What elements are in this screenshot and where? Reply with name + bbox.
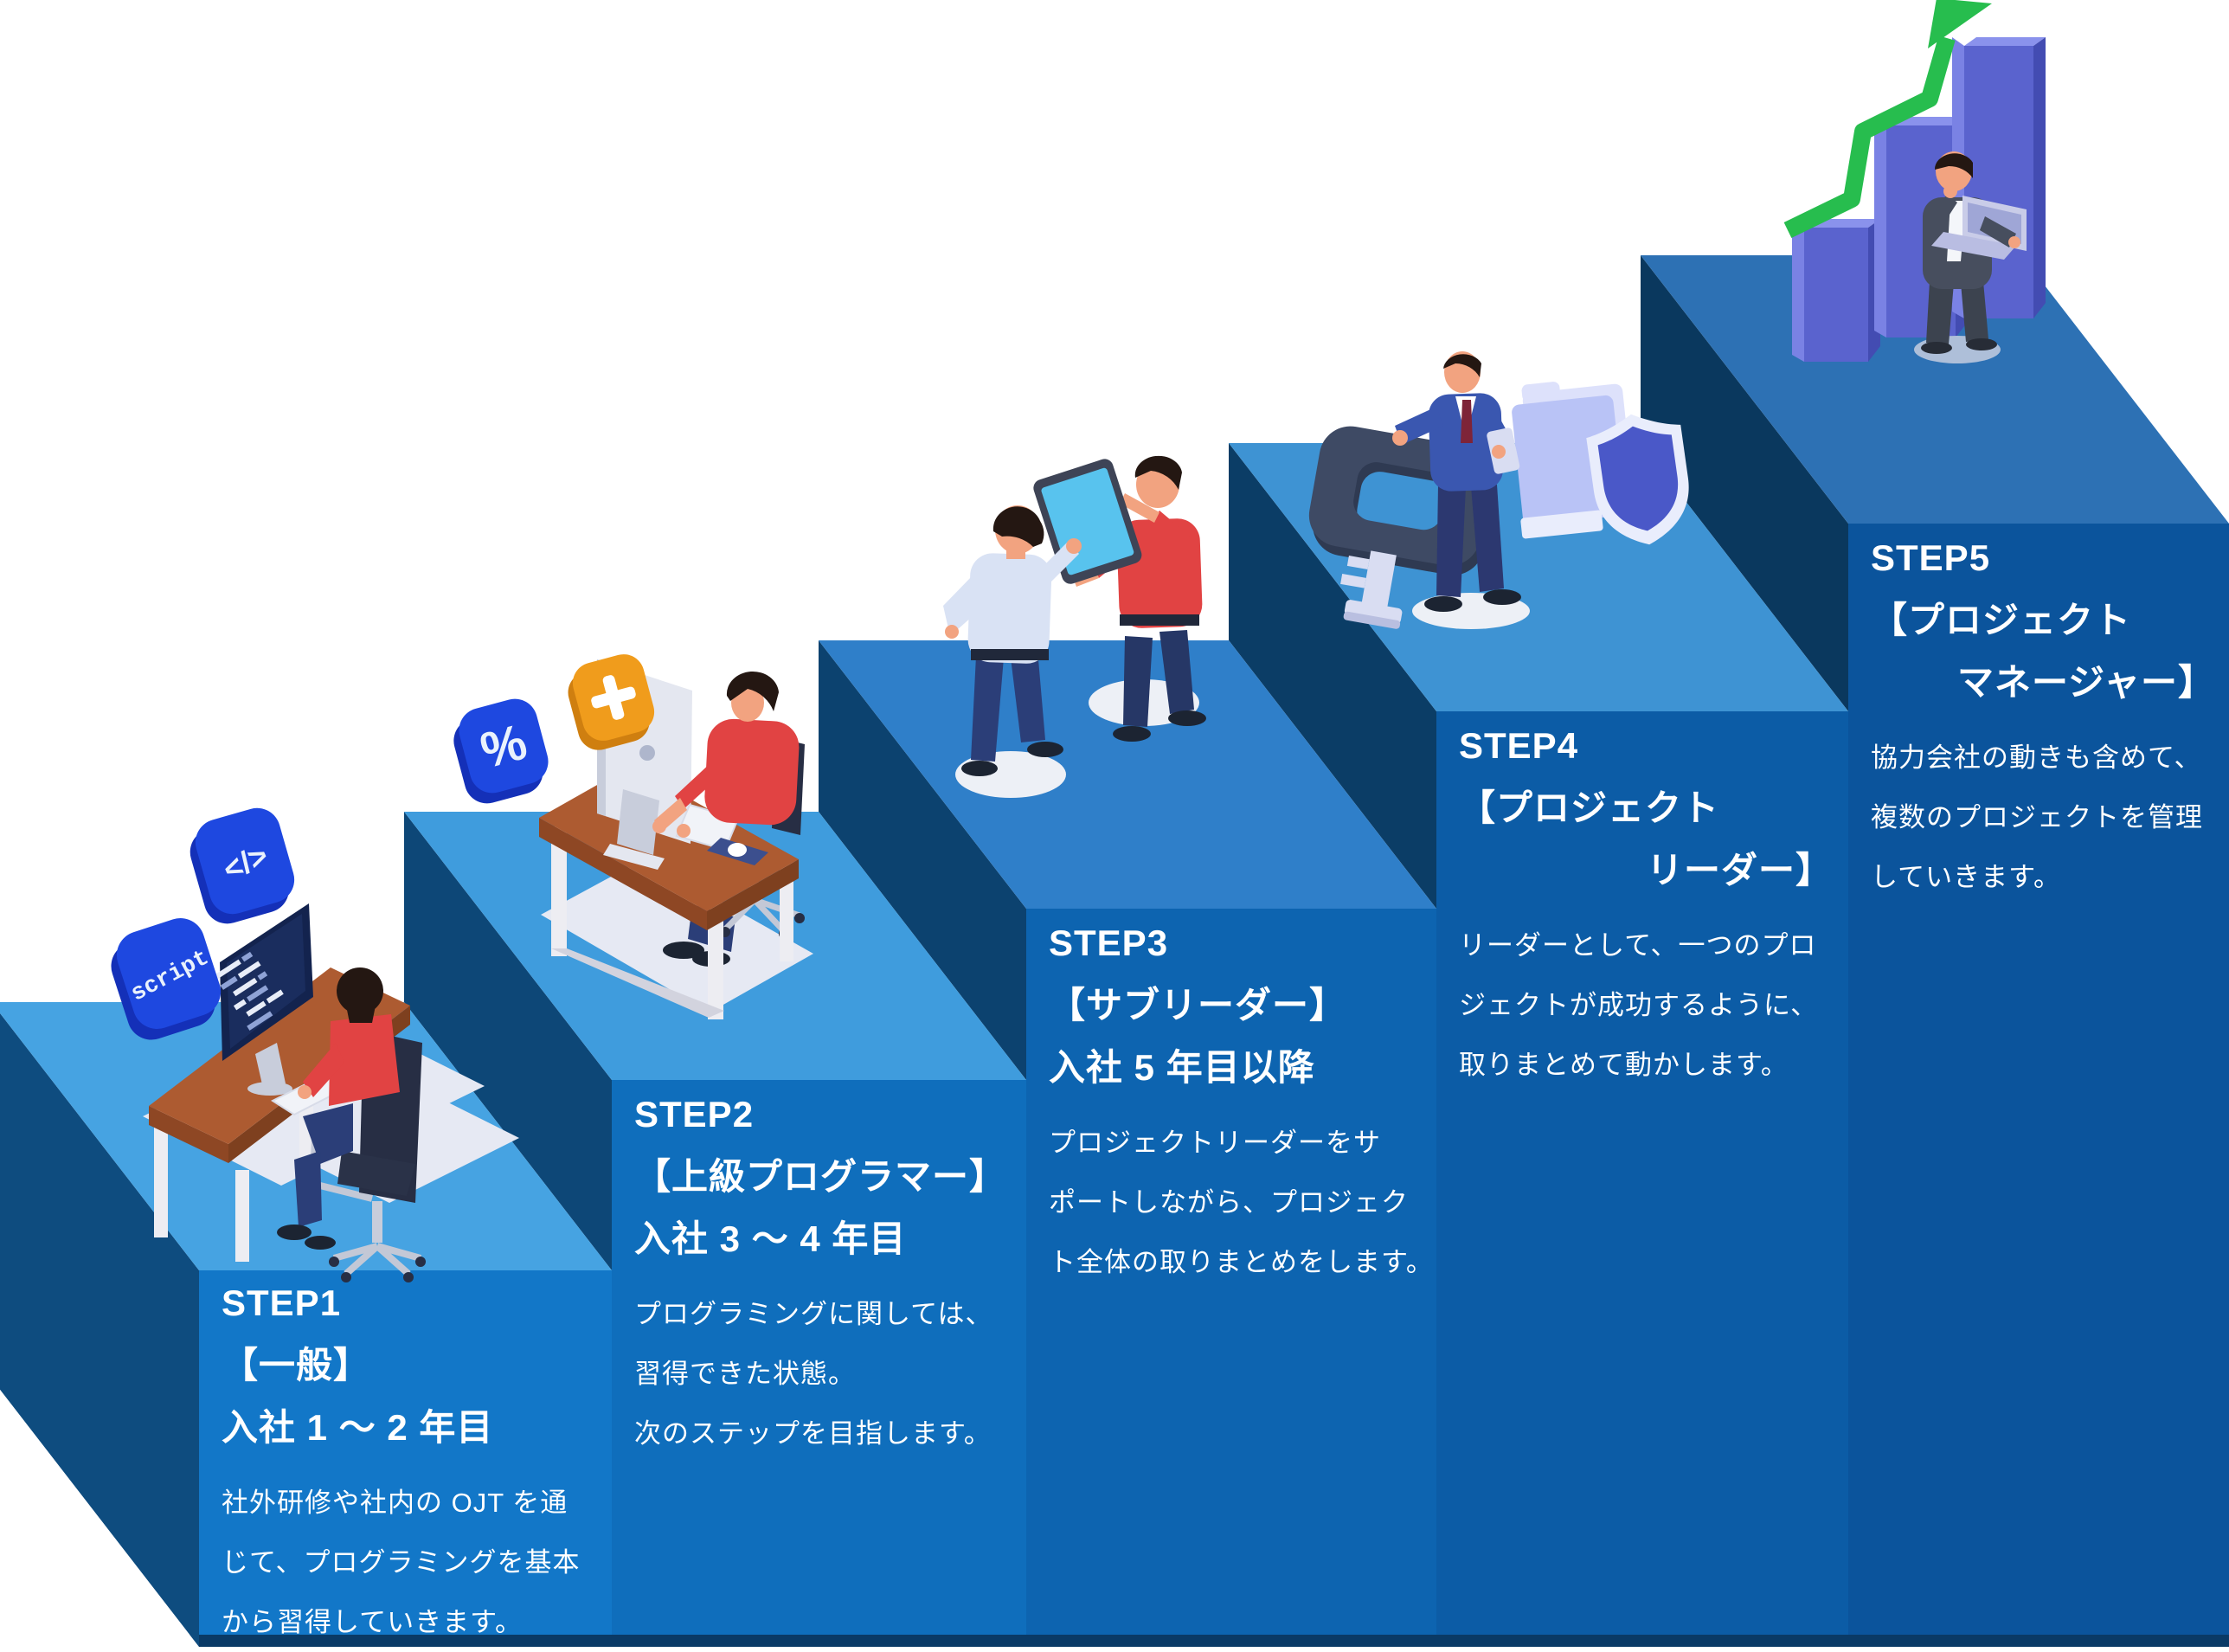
step3-role: 【サブリーダー】 [1049,985,1347,1025]
step1-side-face [0,1012,199,1647]
person-step1 [277,967,400,1250]
step2-front-face [612,1080,1026,1647]
step5-front-face [1848,524,2229,1647]
bottom-edge-strip [104,1635,2229,1647]
step1-role: 【一般】 [222,1345,371,1385]
desk-leg [708,914,723,1019]
step1-front-face [199,1270,612,1647]
desk-edge [539,818,707,930]
step1-description: 社外研修や社内の OJT を通 じて、プログラミングを基本 から習得していきます… [222,1488,581,1637]
step5-name: STEP5 [1871,537,1991,578]
percent-badge-icon: % [453,698,549,804]
step1-name: STEP1 [222,1282,342,1323]
step3-side-face [819,640,1026,1080]
step4-name: STEP4 [1459,725,1579,766]
script-badge-icon: script [111,918,222,1040]
step2-tenure: 入社 3 ～ 4 年目 [634,1218,907,1259]
mouse-icon [728,843,747,857]
step5-role-line2: マネージャー】 [1956,662,2215,703]
desk-leg [551,826,567,956]
code-badge-icon: </> [189,807,295,924]
step5-side-face [1641,255,1848,711]
growth-arrow-icon [1783,0,1992,238]
step4-top-surface [1229,443,1848,711]
step5-top-surface [1641,255,2229,524]
step4-role-line2: リーダー】 [1646,850,1833,890]
illustration-step4-leader [1308,351,1689,629]
code-monitor-icon [214,903,313,1096]
step2-description: プログラミングに関しては、 習得できた状態。 次のステップを目指します。 [634,1299,993,1449]
bar-chart-icon [1792,37,2046,362]
step2-text-panel: STEP2 【上級プログラマー】 入社 3 ～ 4 年目 プログラミングに関して… [634,1083,1007,1463]
illustration-step3-discussion [943,455,1206,798]
shield-icon [1586,414,1689,545]
illustration-step5-manager [1783,0,2046,363]
step2-side-face [404,812,612,1270]
step5-description: 協力会社の動きも含めて、 複数のプロジェクトを管理 していきます。 [1871,742,2203,892]
step2-name: STEP2 [634,1094,755,1135]
step3-top-surface [819,640,1436,909]
step1-text-panel: STEP1 【一般】 入社 1 ～ 2 年目 社外研修や社内の OJT を通 じ… [222,1272,588,1652]
desk-leg [154,1125,168,1237]
step3-front-face [1026,909,1436,1647]
person-step2 [652,671,800,838]
step3-text-panel: STEP3 【サブリーダー】 入社 5 年目以降 プロジェクトリーダーをサ ポー… [1049,912,1434,1292]
step3-description: プロジェクトリーダーをサ ポートしながら、プロジェク ト全体の取りまとめをします… [1049,1128,1434,1277]
desk-crossbar [551,948,724,1018]
step3-tenure: 入社 5 年目以降 [1049,1047,1315,1088]
desk-leg [235,1170,249,1262]
desk-edge [149,1106,228,1163]
step5-text-panel: STEP5 【プロジェクト マネージャー】 協力会社の動きも含めて、 複数のプロ… [1871,527,2215,907]
plus-badge-icon [568,654,655,750]
step4-role-line1: 【プロジェクト [1459,787,1720,828]
step4-front-face [1436,711,1848,1647]
screen-bar-icon [1520,510,1603,539]
floor-mat [541,858,813,1012]
illustration-step1-programmer-desk: script </> [111,807,519,1282]
person-step3-subleader [943,505,1082,776]
illustration-step2-senior-programmer: % [453,654,813,1019]
desk-edge [707,859,799,930]
person-step5 [1921,151,2027,354]
step4-side-face [1229,443,1436,909]
step4-description: リーダーとして、一つのプロ ジェクトが成功するように、 取りまとめて動かします。 [1459,930,1819,1080]
step1-tenure: 入社 1 ～ 2 年目 [222,1407,494,1448]
step3-name: STEP3 [1049,922,1169,963]
person-step4 [1392,351,1521,612]
bottom-left-cut [0,1389,199,1647]
step4-text-panel: STEP4 【プロジェクト リーダー】 リーダーとして、一つのプロ ジェクトが成… [1459,715,1833,1095]
step5-role-line1: 【プロジェクト [1871,600,2132,640]
step2-role: 【上級プログラマー】 [634,1156,1007,1197]
